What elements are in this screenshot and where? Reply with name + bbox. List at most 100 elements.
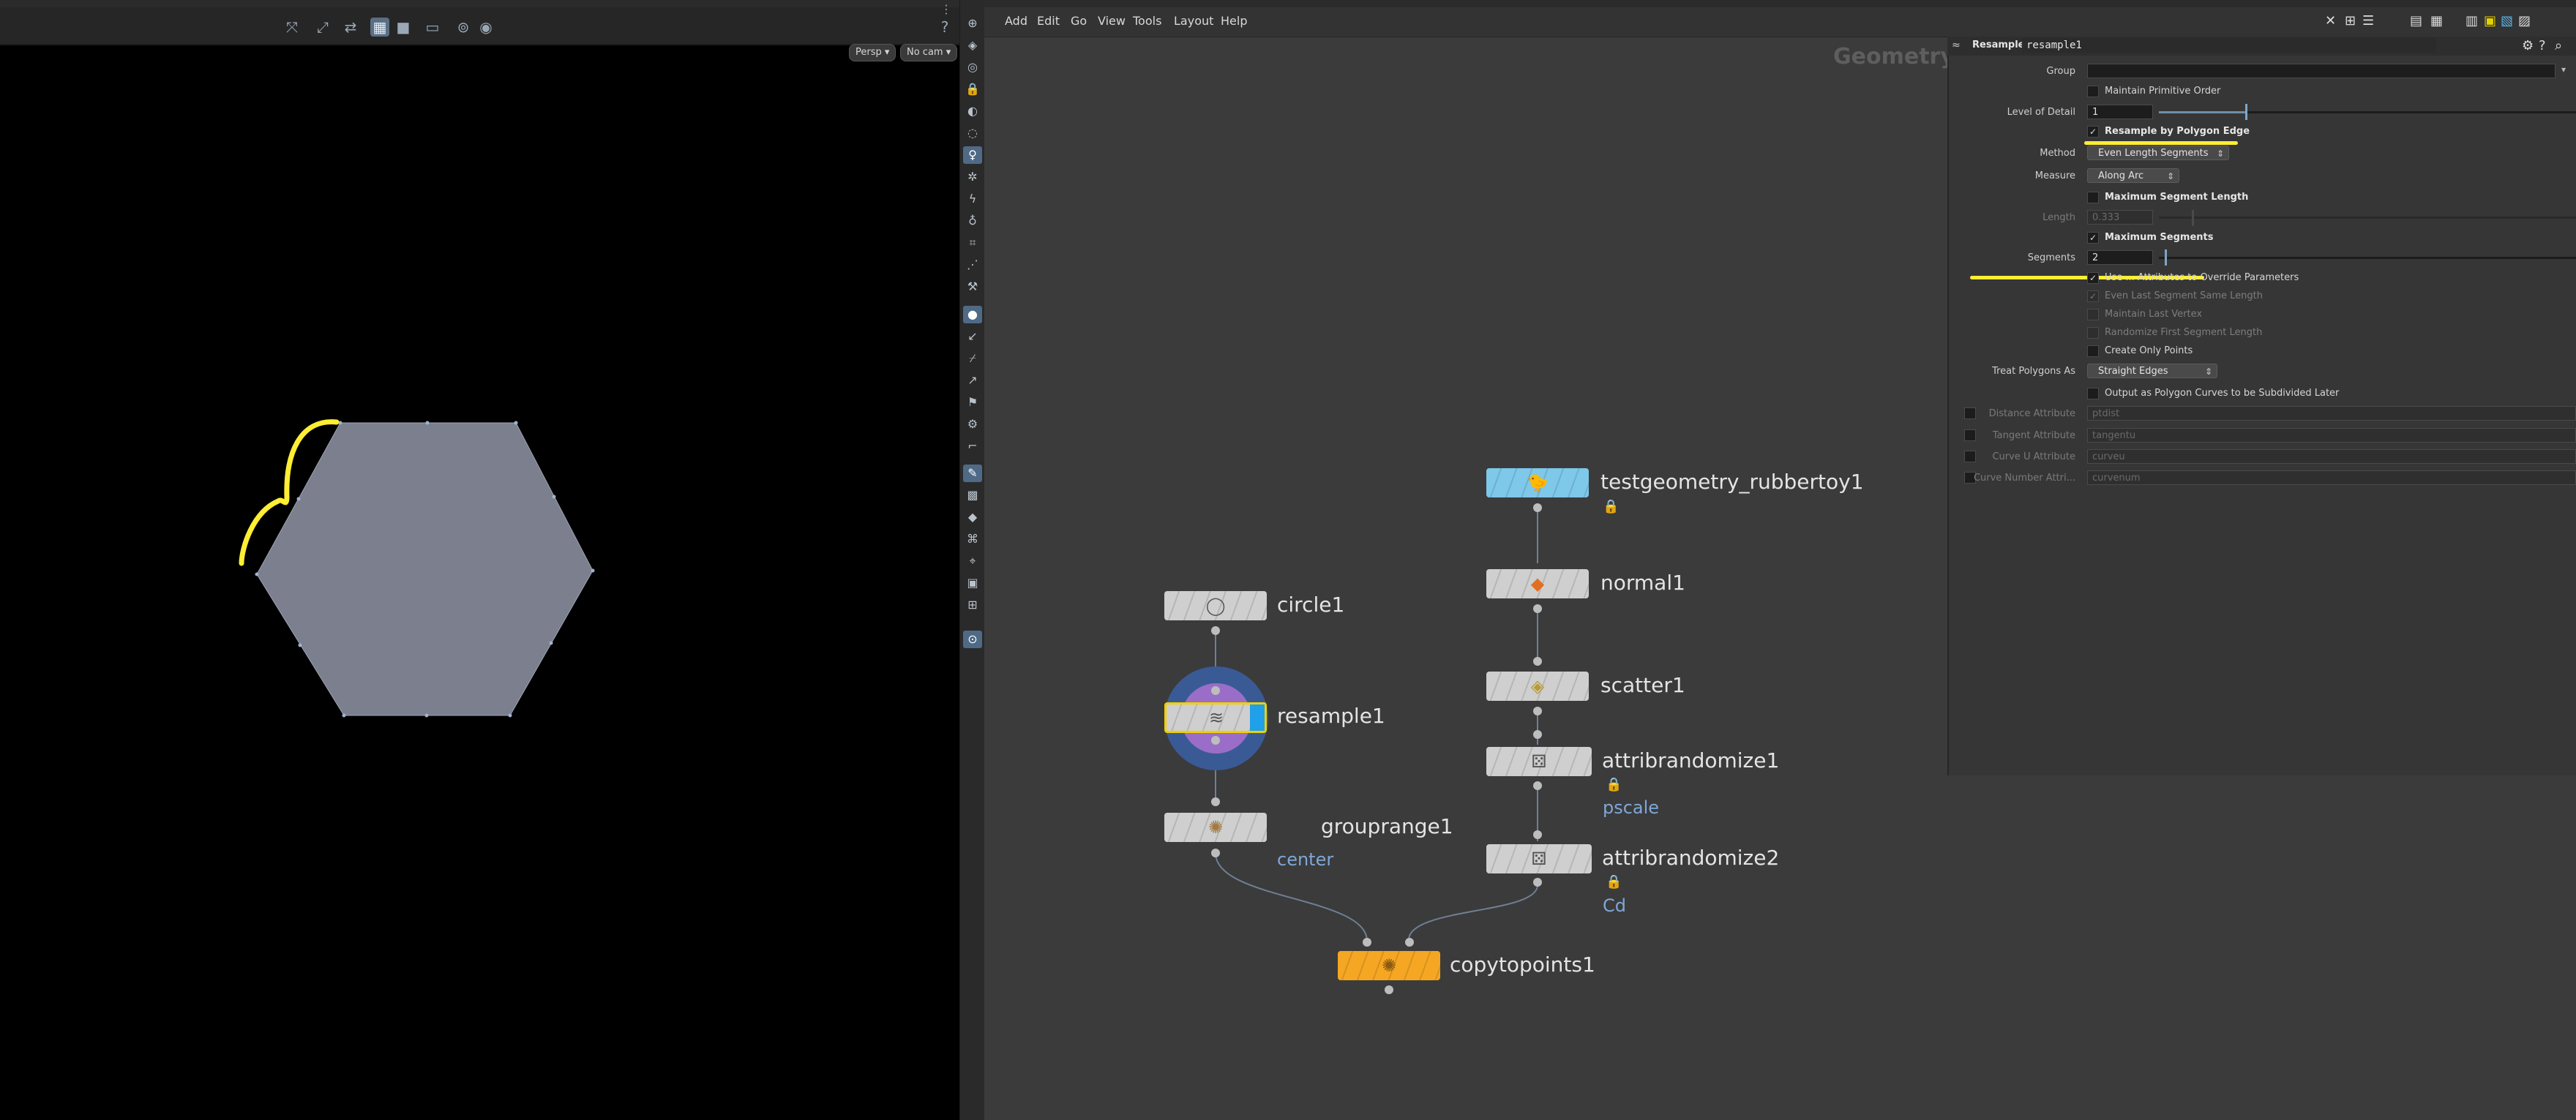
output-polygon-curves-checkbox[interactable] bbox=[2087, 388, 2099, 399]
node-output-connector[interactable] bbox=[1533, 503, 1542, 512]
distance-attribute-checkbox[interactable] bbox=[1964, 407, 1976, 419]
node-testgeometry-rubbertoy1[interactable]: 🐤 bbox=[1486, 468, 1589, 497]
node-output-connector[interactable] bbox=[1211, 736, 1220, 745]
snapping-icon[interactable]: ♁ bbox=[968, 214, 977, 228]
curve-number-attribute-checkbox[interactable] bbox=[1964, 472, 1976, 484]
view-pin-icon[interactable]: ⊙ bbox=[963, 631, 982, 648]
visibility-icon[interactable]: ⊕ bbox=[967, 16, 978, 30]
number-icon[interactable]: ↗ bbox=[967, 373, 978, 387]
box-icon[interactable]: ◆ bbox=[967, 510, 978, 524]
display-options-icon[interactable]: ◐ bbox=[967, 104, 978, 118]
panel-icon[interactable]: ▥ bbox=[2465, 13, 2479, 29]
segments-field[interactable]: 2 bbox=[2087, 250, 2153, 265]
treat-polygons-dropdown[interactable]: Straight Edges bbox=[2087, 364, 2217, 379]
measure-dropdown[interactable]: Along Arc bbox=[2087, 168, 2179, 184]
camera-icon[interactable]: ⌘ bbox=[967, 532, 978, 546]
ghost-icon[interactable]: ◎ bbox=[967, 60, 978, 74]
select-icon[interactable]: ⤧ bbox=[286, 18, 298, 36]
selection-icon[interactable]: ◈ bbox=[967, 38, 978, 52]
perspective-menu[interactable]: Persp ▾ bbox=[849, 44, 896, 61]
node-name-field[interactable]: resample1 bbox=[2022, 38, 2436, 53]
node-copytopoints1[interactable]: ✺ bbox=[1338, 951, 1440, 980]
node-input-connector[interactable] bbox=[1211, 797, 1220, 806]
chevron-down-icon[interactable]: ▾ bbox=[2561, 64, 2566, 75]
display-flag[interactable] bbox=[1250, 704, 1265, 731]
transform-icon[interactable]: ⤢ bbox=[317, 18, 329, 36]
maintain-primitive-order-checkbox[interactable] bbox=[2087, 86, 2099, 97]
node-input-connector[interactable] bbox=[1211, 686, 1220, 695]
lock-icon[interactable]: 🔒 bbox=[965, 82, 980, 96]
menu-view[interactable]: View bbox=[1098, 14, 1126, 28]
menu-help[interactable]: Help bbox=[1221, 14, 1248, 28]
length-field[interactable]: 0.333 bbox=[2087, 210, 2153, 225]
use-attributes-checkbox[interactable]: ✓ bbox=[2087, 272, 2099, 284]
settings-icon[interactable]: ▨ bbox=[2518, 13, 2531, 29]
level-of-detail-slider[interactable] bbox=[2159, 111, 2576, 113]
length-slider-knob[interactable] bbox=[2192, 210, 2194, 226]
maximum-segments-checkbox[interactable]: ✓ bbox=[2087, 232, 2099, 244]
gear-icon[interactable]: ⚙ bbox=[2522, 38, 2534, 53]
create-only-points-checkbox[interactable] bbox=[2087, 345, 2099, 357]
curve-u-attribute-field[interactable]: curveu bbox=[2087, 449, 2576, 464]
list-icon[interactable]: ☰ bbox=[2362, 13, 2375, 29]
method-dropdown[interactable]: Even Length Segments bbox=[2087, 146, 2229, 161]
segments-slider[interactable] bbox=[2159, 257, 2576, 259]
pose-icon[interactable]: ⇄ bbox=[344, 18, 357, 36]
tree-icon[interactable]: ⊞ bbox=[2345, 13, 2356, 29]
menu-tools[interactable]: Tools bbox=[1133, 14, 1162, 28]
node-grouprange1[interactable]: ✺ bbox=[1164, 813, 1267, 842]
node-attribrandomize2[interactable]: ⚄ bbox=[1486, 844, 1592, 873]
node-output-connector[interactable] bbox=[1385, 985, 1393, 994]
cube-icon[interactable]: ▣ bbox=[967, 576, 978, 590]
curve-icon[interactable]: ϟ bbox=[968, 192, 977, 206]
curve-number-attribute-field[interactable]: curvenum bbox=[2087, 470, 2576, 485]
length-slider[interactable] bbox=[2159, 217, 2576, 219]
edge-icon[interactable]: ⚑ bbox=[967, 395, 978, 409]
layout-icon[interactable]: ⋮ bbox=[940, 2, 952, 16]
randomize-first-segment-checkbox[interactable] bbox=[2087, 327, 2099, 339]
menu-go[interactable]: Go bbox=[1071, 14, 1087, 28]
segments-slider-knob[interactable] bbox=[2165, 249, 2167, 266]
even-last-segment-checkbox[interactable]: ✓ bbox=[2087, 290, 2099, 302]
sticky-note-icon[interactable]: ▣ bbox=[2484, 13, 2497, 29]
node-input-connector[interactable] bbox=[1533, 730, 1542, 739]
tangent-attribute-field[interactable]: tangentu bbox=[2087, 428, 2576, 443]
help-icon[interactable]: ? bbox=[940, 18, 949, 36]
node-input-connector[interactable] bbox=[1533, 830, 1542, 839]
mask-icon[interactable]: ⌐ bbox=[967, 439, 978, 453]
node-circle1[interactable]: ◯ bbox=[1164, 591, 1267, 620]
view-handle-icon[interactable]: ▦ bbox=[370, 18, 389, 37]
node-normal1[interactable]: ◆ bbox=[1486, 569, 1589, 598]
help-icon[interactable]: ? bbox=[2539, 38, 2546, 53]
distance-attribute-field[interactable]: ptdist bbox=[2087, 406, 2576, 421]
handle-icon[interactable]: ⌗ bbox=[969, 236, 976, 249]
menu-edit[interactable]: Edit bbox=[1037, 14, 1060, 28]
light-bulb-icon[interactable]: ♀ bbox=[963, 146, 982, 164]
level-of-detail-field[interactable]: 1 bbox=[2087, 105, 2153, 119]
camera-menu[interactable]: No cam ▾ bbox=[900, 44, 958, 61]
settings-icon[interactable]: ⌖ bbox=[969, 554, 976, 568]
node-output-connector[interactable] bbox=[1211, 626, 1220, 635]
tangent-attribute-checkbox[interactable] bbox=[1964, 429, 1976, 441]
menu-layout[interactable]: Layout bbox=[1174, 14, 1214, 28]
search-icon[interactable]: ⌕ bbox=[2555, 38, 2563, 53]
wire-icon[interactable]: ⋰ bbox=[967, 258, 978, 271]
node-output-connector[interactable] bbox=[1533, 781, 1542, 790]
node-input-connector[interactable] bbox=[1363, 938, 1371, 947]
point-icon[interactable]: ✲ bbox=[967, 170, 978, 184]
measure-icon[interactable]: ● bbox=[963, 306, 982, 323]
knife-icon[interactable]: ↙ bbox=[967, 329, 978, 343]
stamp-icon[interactable]: ⊞ bbox=[967, 598, 978, 612]
render-icon[interactable]: ⊚ bbox=[457, 18, 470, 36]
grid-icon[interactable]: ⚙ bbox=[967, 417, 978, 431]
curve-u-attribute-checkbox[interactable] bbox=[1964, 451, 1976, 462]
pin-icon[interactable]: ▩ bbox=[967, 488, 978, 502]
paint-icon[interactable]: ⌿ bbox=[969, 351, 976, 365]
tile-view-icon[interactable]: ▦ bbox=[2430, 13, 2444, 29]
display-icon[interactable]: ■ bbox=[396, 18, 411, 36]
snapshot-icon[interactable]: ▭ bbox=[425, 18, 440, 36]
node-scatter1[interactable]: ◈ bbox=[1486, 672, 1589, 701]
light-icon[interactable]: ◌ bbox=[967, 126, 978, 140]
maintain-last-vertex-checkbox[interactable] bbox=[2087, 309, 2099, 320]
level-of-detail-slider-knob[interactable] bbox=[2245, 104, 2247, 120]
